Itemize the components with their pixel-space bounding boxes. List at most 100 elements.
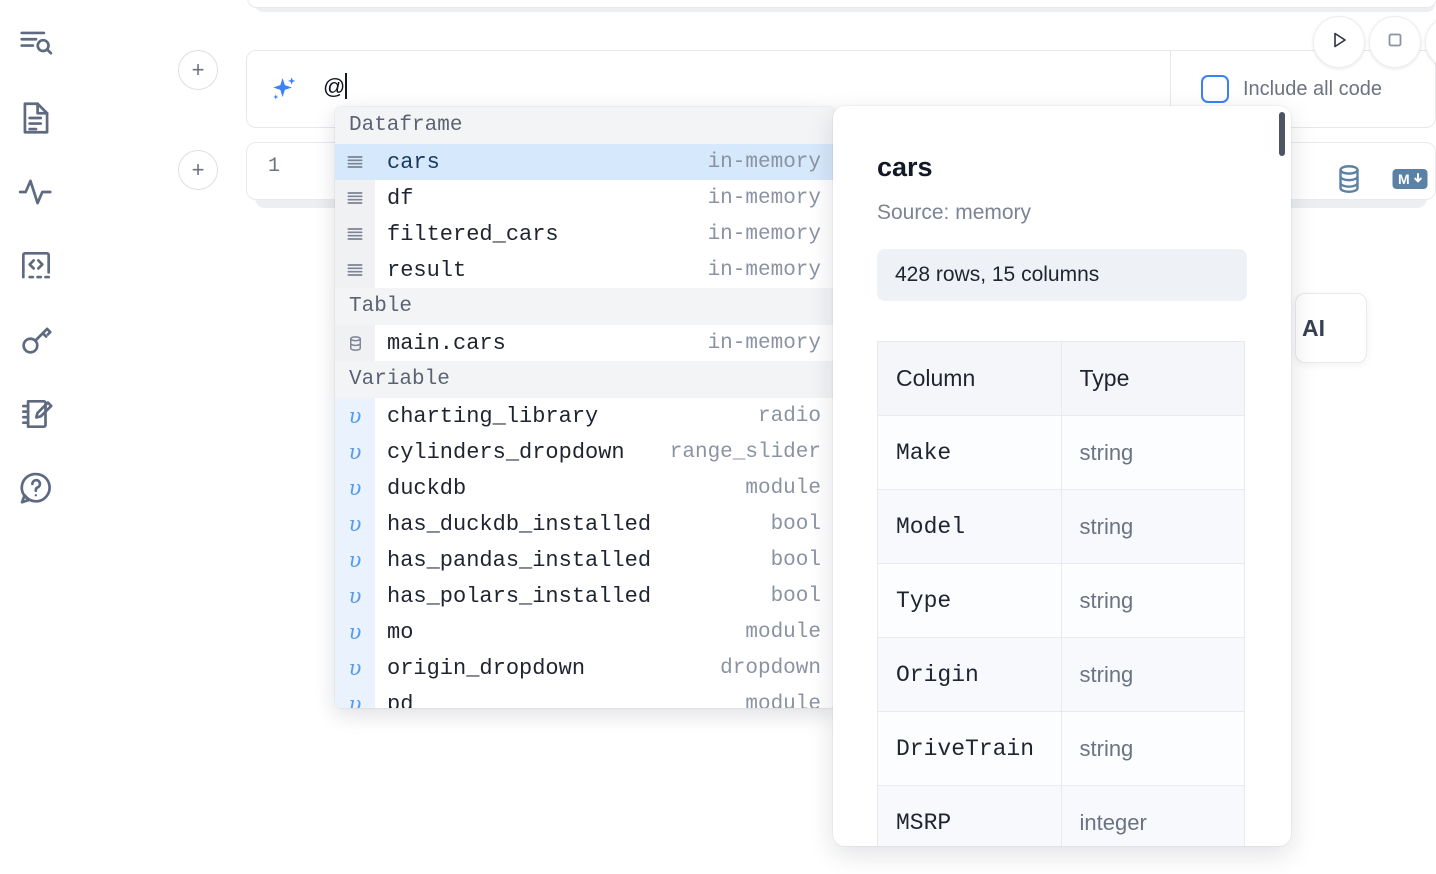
variable-icon: υ [335, 434, 375, 470]
sparkle-icon [267, 73, 301, 107]
add-cell-button-top[interactable]: + [178, 50, 218, 90]
autocomplete-item-name: df [387, 185, 414, 211]
schema-column-type: string [1060, 711, 1245, 786]
stop-button[interactable] [1369, 16, 1421, 68]
add-cell-button-bottom[interactable]: + [178, 150, 218, 190]
variable-icon: υ [335, 470, 375, 506]
column-header-type: Type [1060, 341, 1245, 416]
explore-icon [17, 25, 55, 63]
autocomplete-item-type: module [745, 476, 821, 500]
autocomplete-item-name: filtered_cars [387, 221, 559, 247]
key-icon [17, 321, 55, 359]
dataframe-icon [335, 216, 375, 252]
autocomplete-item-type: module [745, 620, 821, 644]
autocomplete-item-name: pd [387, 691, 414, 709]
database-icon[interactable] [1332, 162, 1366, 201]
autocomplete-item-name: charting_library [387, 403, 599, 429]
include-all-code-checkbox[interactable] [1201, 75, 1229, 103]
details-title: cars [877, 152, 933, 182]
scratchpad-icon [17, 395, 55, 433]
generate-with-ai-button[interactable]: AI [1295, 293, 1367, 363]
markdown-icon[interactable]: M [1392, 166, 1428, 197]
schema-column-type: string [1060, 489, 1245, 564]
variable-icon: υ [335, 686, 375, 708]
autocomplete-group-header: Variable [335, 361, 835, 398]
autocomplete-group-header: Table [335, 288, 835, 325]
svg-text:M: M [1398, 171, 1410, 187]
autocomplete-item-name: origin_dropdown [387, 655, 586, 681]
schema-column-type: string [1060, 415, 1245, 490]
autocomplete-item[interactable]: υ charting_library radio [335, 398, 835, 434]
document-icon [17, 99, 55, 137]
sidebar-item-snippets[interactable] [12, 240, 60, 292]
variable-icon: υ [335, 398, 375, 434]
run-button[interactable] [1313, 16, 1365, 68]
activity-icon [17, 173, 55, 211]
ai-prompt-input[interactable]: @ [323, 73, 348, 100]
autocomplete-item-type: bool [770, 548, 821, 572]
details-source: Source: memory [877, 201, 1032, 224]
autocomplete-item-name: mo [387, 619, 414, 645]
table-icon [335, 325, 375, 361]
sidebar-item-secrets[interactable] [12, 314, 60, 366]
sidebar-item-help[interactable] [12, 462, 60, 514]
dataframe-icon [335, 180, 375, 216]
code-icon [17, 247, 55, 285]
completion-details-panel: cars Source: memory 428 rows, 15 columns… [833, 106, 1291, 846]
autocomplete-item-name: duckdb [387, 475, 467, 501]
autocomplete-item[interactable]: υ has_polars_installed bool [335, 578, 835, 614]
autocomplete-item-type: range_slider [669, 440, 821, 464]
stop-square-icon [1383, 28, 1407, 57]
schema-column-name: DriveTrain [877, 711, 1062, 786]
details-shape-badge: 428 rows, 15 columns [877, 249, 1247, 301]
autocomplete-item[interactable]: filtered_cars in-memory [335, 216, 835, 252]
dataframe-icon [335, 144, 375, 180]
schema-column-name: MSRP [877, 785, 1062, 846]
variable-icon: υ [335, 614, 375, 650]
autocomplete-item[interactable]: df in-memory [335, 180, 835, 216]
sidebar-item-explore[interactable] [12, 18, 60, 70]
schema-column-name: Make [877, 415, 1062, 490]
variable-icon: υ [335, 578, 375, 614]
schema-column-type: string [1060, 563, 1245, 638]
code-cell-toolbar: M [1332, 162, 1428, 201]
sidebar-rail [0, 0, 72, 874]
autocomplete-item-type: in-memory [707, 150, 821, 174]
autocomplete-item-type: module [745, 692, 821, 709]
schema-column-type: integer [1060, 785, 1245, 846]
autocomplete-item-name: has_polars_installed [387, 583, 652, 609]
cell-above-shadow [255, 4, 1435, 12]
variable-icon: υ [335, 506, 375, 542]
column-header-column: Column [877, 341, 1062, 416]
autocomplete-item-type: dropdown [720, 656, 821, 680]
autocomplete-item-type: bool [770, 584, 821, 608]
dataframe-icon [335, 252, 375, 288]
sidebar-item-scratchpad[interactable] [12, 388, 60, 440]
autocomplete-item-type: in-memory [707, 222, 821, 246]
autocomplete-item-type: in-memory [707, 258, 821, 282]
details-scrollbar[interactable] [1279, 112, 1285, 156]
help-icon [17, 469, 55, 507]
autocomplete-item-type: in-memory [707, 186, 821, 210]
generate-with-ai-label: AI [1302, 314, 1325, 341]
cell-above [247, 0, 1436, 8]
autocomplete-item-type: bool [770, 512, 821, 536]
sidebar-item-notebook[interactable] [12, 92, 60, 144]
schema-column-name: Type [877, 563, 1062, 638]
autocomplete-item-type: radio [757, 404, 821, 428]
sidebar-item-runtime[interactable] [12, 166, 60, 218]
